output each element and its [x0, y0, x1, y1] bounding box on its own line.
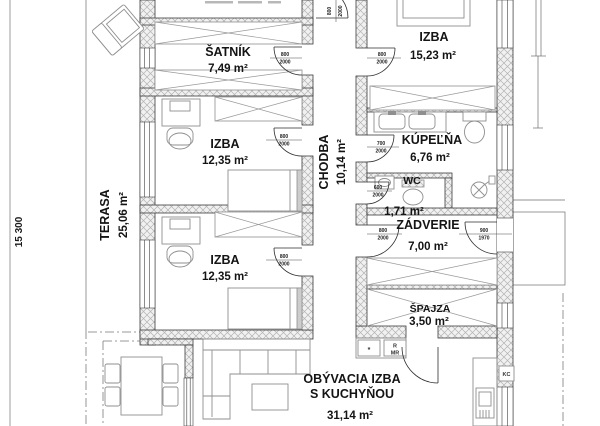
- furniture: * R MR KC: [91, 0, 515, 426]
- entry-door-opening: [497, 217, 513, 253]
- door-izba-middle: 800 2000: [266, 127, 303, 157]
- area-obyvacia: 31,14 m²: [327, 410, 373, 422]
- svg-text:800: 800: [281, 52, 290, 58]
- area-zadverie: 7,00 m²: [408, 241, 448, 253]
- kitchen-counter: [472, 357, 498, 426]
- label-terasa: TERASA: [98, 189, 112, 240]
- label-izba-right: IZBA: [419, 30, 448, 44]
- svg-text:2000: 2000: [376, 60, 387, 66]
- room-labels: 15 300 TERASA 25,06 m² ŠATNÍK 7,49 m² IZ…: [14, 30, 462, 422]
- door-wc: 600 2000: [366, 181, 392, 205]
- bed-izba-right: [396, 0, 471, 27]
- svg-text:800: 800: [327, 7, 333, 16]
- window-spajza: [496, 302, 514, 329]
- svg-text:2000: 2000: [279, 60, 290, 66]
- satnik-shelving-bottom: [154, 69, 303, 91]
- boiler-unit: KC: [498, 365, 515, 382]
- window-kitchen: [496, 386, 514, 426]
- armchair-icon: [91, 4, 145, 56]
- area-chodba: 10,14 m²: [336, 139, 348, 185]
- svg-text:800: 800: [378, 52, 387, 58]
- area-spajza: 3,50 m²: [409, 316, 449, 328]
- label-obyvacia-line1: OBÝVACIA IZBA: [303, 371, 400, 386]
- door-kupelna: 700 2000: [366, 134, 399, 163]
- desk-izba-bottom: [161, 216, 201, 268]
- coffee-table-icon: [251, 383, 289, 411]
- dimension-left: 15 300: [14, 216, 25, 247]
- bathroom-vanity: [373, 111, 447, 133]
- svg-text:900: 900: [480, 228, 489, 234]
- toilet-bathroom-icon: [462, 111, 487, 144]
- window-izba-middle: [139, 121, 156, 198]
- bed-izba-bottom: [227, 287, 303, 330]
- spajza-cross: [366, 288, 498, 327]
- label-wc: WC: [403, 175, 421, 187]
- dining-set-icon: [104, 356, 179, 416]
- label-kupelna: KÚPEĽŇA: [402, 132, 462, 147]
- windows: [139, 0, 514, 426]
- label-obyvacia-line2: S KUCHYŇOU: [310, 386, 394, 401]
- fridge-mark-top: R: [393, 344, 397, 350]
- door-spajza-kitchen: [401, 346, 439, 384]
- sofa-icon: [202, 338, 311, 420]
- boiler-label: KC: [503, 372, 511, 378]
- shower-icon: [470, 175, 496, 199]
- svg-text:800: 800: [379, 228, 388, 234]
- window-kupelna: [496, 124, 514, 171]
- satnik-shelving-top: [154, 21, 303, 45]
- wardrobe-izba-bottom: [214, 211, 303, 238]
- svg-text:2000: 2000: [278, 262, 289, 268]
- desk-izba-middle: [161, 98, 201, 150]
- window-izba-right: [496, 0, 514, 49]
- door-izba-bottom: 800 2000: [266, 247, 303, 277]
- entry-porch: [512, 211, 566, 286]
- area-izba-middle: 12,35 m²: [202, 155, 248, 167]
- freezer-mark: *: [368, 347, 371, 354]
- door-satnik: 800 2000: [270, 46, 303, 76]
- svg-text:600: 600: [374, 185, 383, 191]
- label-izba-bottom: IZBA: [210, 253, 239, 267]
- window-satnik: [139, 47, 156, 69]
- label-chodba: CHODBA: [317, 135, 331, 190]
- label-izba-middle: IZBA: [210, 137, 239, 151]
- area-wc: 1,71 m²: [384, 206, 424, 218]
- svg-text:2000: 2000: [278, 142, 289, 148]
- doors: 800 2000 800 2000 800 2000 800 2000: [266, 0, 512, 384]
- door-zadverie: 800 2000: [366, 224, 402, 258]
- area-izba-right: 15,23 m²: [410, 50, 456, 62]
- walls: [139, 0, 514, 426]
- svg-text:1970: 1970: [478, 236, 489, 242]
- door-entry: 900 1970: [459, 221, 512, 255]
- label-spajza: ŠPAJZA: [410, 302, 451, 315]
- door-izba-right: 800 2000: [366, 47, 401, 77]
- fridge-mark-bottom: MR: [391, 351, 400, 357]
- svg-text:2000: 2000: [338, 5, 344, 16]
- label-zadverie: ZÁDVERIE: [396, 217, 459, 232]
- wardrobe-zadverie: [366, 257, 498, 286]
- kitchen-appliances: * R MR: [355, 337, 407, 359]
- window-izba-bottom: [139, 239, 156, 309]
- wc-sink-icon: [374, 175, 395, 190]
- wardrobe-izba-right: [369, 85, 496, 111]
- svg-text:800: 800: [280, 254, 289, 260]
- window-living: [183, 377, 194, 426]
- area-kupelna: 6,76 m²: [410, 152, 450, 164]
- label-satnik: ŠATNÍK: [205, 44, 251, 59]
- svg-text:2000: 2000: [377, 236, 388, 242]
- area-izba-bottom: 12,35 m²: [202, 271, 248, 283]
- toilet-wc-icon: [401, 179, 425, 206]
- bed-izba-middle: [227, 169, 303, 212]
- svg-text:2000: 2000: [375, 149, 386, 155]
- wardrobes: [154, 21, 498, 327]
- wardrobe-izba-middle: [214, 96, 303, 122]
- svg-text:2000: 2000: [372, 193, 383, 199]
- svg-text:800: 800: [280, 134, 289, 140]
- door-top-room: 800 2000: [316, 0, 349, 22]
- area-terasa: 25,06 m²: [118, 192, 130, 238]
- area-satnik: 7,49 m²: [208, 63, 248, 75]
- svg-text:700: 700: [377, 141, 386, 147]
